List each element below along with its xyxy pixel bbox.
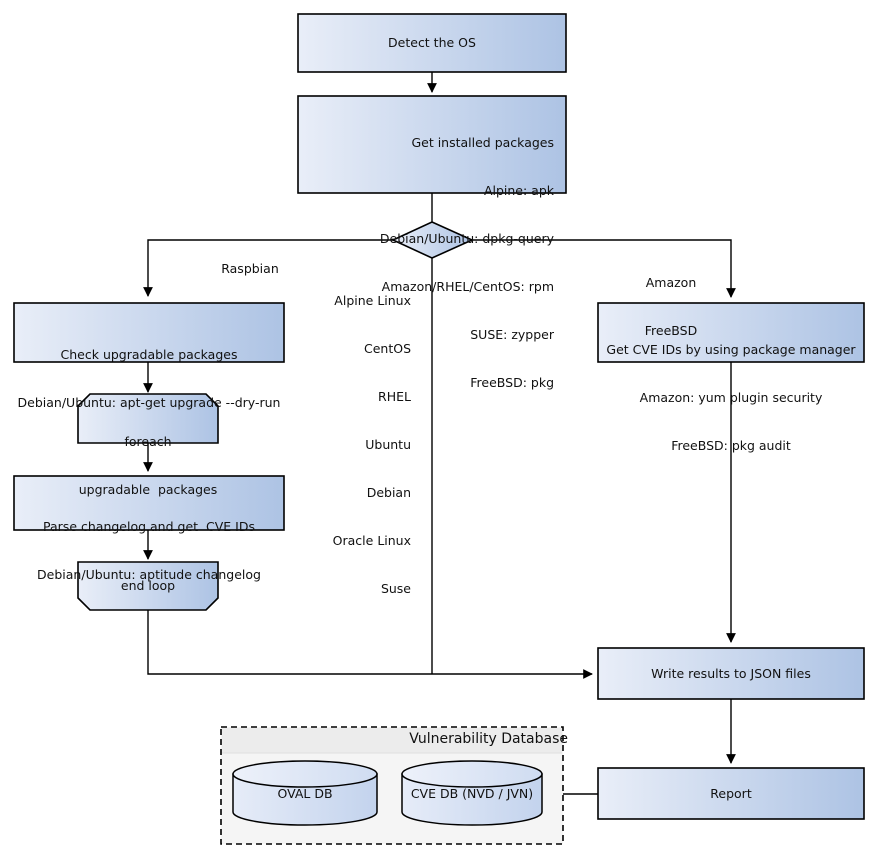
node-get-cve-ids[interactable] (597, 302, 865, 363)
node-detect-os[interactable] (297, 13, 567, 73)
amazon-label: Amazon (645, 275, 697, 290)
center-os-5: Debian (366, 485, 411, 500)
node-os-decision-diamond[interactable] (391, 221, 474, 259)
freebsd-label: FreeBSD (644, 323, 698, 338)
center-os-6: Oracle Linux (332, 533, 411, 548)
edge-label-raspbian: Raspbian (221, 261, 279, 276)
edge-label-center-oses: Alpine Linux CentOS RHEL Ubuntu Debian O… (281, 261, 411, 629)
center-os-2: CentOS (363, 341, 411, 356)
edge-decision-to-get-cve-ids (472, 239, 736, 298)
vulndb-header-band (222, 728, 562, 753)
vulndb-group-title: Vulnerability Database (409, 731, 568, 747)
node-cve-db-cylinder[interactable] (401, 760, 543, 826)
node-get-installed-packages[interactable] (297, 95, 567, 194)
center-os-1: Alpine Linux (334, 293, 411, 308)
center-os-7: Suse (380, 581, 411, 596)
node-check-upgradable-packages[interactable] (13, 302, 285, 363)
node-parse-changelog[interactable] (13, 475, 285, 531)
edge-decision-to-check-upgradable (143, 239, 393, 297)
node-write-results[interactable] (597, 647, 865, 700)
node-oval-db-cylinder[interactable] (232, 760, 378, 826)
edges-group (143, 72, 736, 795)
center-os-4: Ubuntu (365, 437, 411, 452)
node-report[interactable] (597, 767, 865, 820)
center-os-3: RHEL (378, 389, 411, 404)
node-foreach-loop-start[interactable] (77, 393, 219, 444)
edge-label-amazon-freebsd: Amazon FreeBSD (611, 243, 731, 371)
node-end-loop[interactable] (77, 561, 219, 611)
edge-endloop-to-write-results (147, 610, 593, 679)
